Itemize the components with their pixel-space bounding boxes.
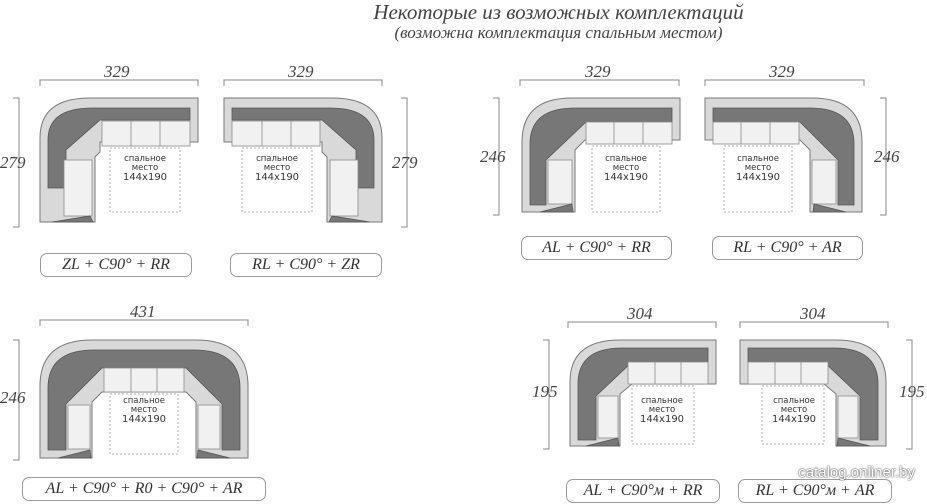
width-dimension-3: 329 xyxy=(585,62,611,81)
svg-text:место: место xyxy=(745,163,771,173)
bed-label-2: спальное место 144x190 xyxy=(255,154,299,183)
depth-dimension-1: 279 xyxy=(0,153,26,172)
caption-config-1: ZL + C90° + RR xyxy=(40,253,192,277)
svg-text:спальное: спальное xyxy=(256,154,298,164)
svg-text:144x190: 144x190 xyxy=(604,172,648,183)
svg-text:спальное: спальное xyxy=(773,396,815,406)
sofa-config-rl-c90m-ar xyxy=(739,321,913,450)
svg-text:спальное: спальное xyxy=(124,154,166,164)
watermark: catalog.onliner.by xyxy=(798,464,915,481)
bed-label-6: спальное место 144x190 xyxy=(640,396,684,425)
caption-config-2: RL + C90° + ZR xyxy=(230,253,382,277)
depth-dimension-3: 246 xyxy=(480,147,506,166)
depth-dimension-6: 195 xyxy=(532,382,558,401)
caption-config-6: AL + C90°м + RR xyxy=(566,479,720,503)
sofa-config-al-c90m-rr xyxy=(543,321,717,450)
caption-config-7: RL + C90°м + AR xyxy=(738,479,892,503)
svg-text:144x190: 144x190 xyxy=(255,172,299,183)
caption-config-3: AL + C90° + RR xyxy=(521,236,672,260)
svg-text:место: место xyxy=(649,405,675,415)
sofa-config-al-c90-rr xyxy=(493,79,681,216)
width-dimension-4: 329 xyxy=(769,62,795,81)
sofa-config-rl-c90-zr xyxy=(223,79,408,228)
bed-label-7: спальное место 144x190 xyxy=(772,396,816,425)
svg-text:место: место xyxy=(781,405,807,415)
sofa-config-al-c90-r0-c90-ar xyxy=(13,319,249,461)
width-dimension-1: 329 xyxy=(104,62,130,81)
depth-dimension-5: 246 xyxy=(0,388,26,407)
svg-text:спальное: спальное xyxy=(605,154,647,164)
bed-label-1: спальное место 144x190 xyxy=(123,154,167,183)
width-dimension-2: 329 xyxy=(288,62,314,81)
svg-text:спальное: спальное xyxy=(641,396,683,406)
svg-text:место: место xyxy=(264,163,290,173)
svg-text:место: место xyxy=(131,405,157,415)
svg-text:144x190: 144x190 xyxy=(640,414,684,425)
page-subtitle: (возможна комплектация спальным местом) xyxy=(394,23,723,42)
svg-text:144x190: 144x190 xyxy=(122,414,166,425)
width-dimension-5: 431 xyxy=(130,302,156,321)
depth-dimension-4: 246 xyxy=(874,147,900,166)
page-title: Некоторые из возможных комплектаций xyxy=(373,0,744,24)
caption-config-5: AL + C90° + R0 + C90° + AR xyxy=(22,477,266,501)
svg-text:место: место xyxy=(613,163,639,173)
svg-text:спальное: спальное xyxy=(123,396,165,406)
depth-dimension-2: 279 xyxy=(392,153,418,172)
svg-text:144x190: 144x190 xyxy=(736,172,780,183)
sofa-config-zl-c90-rr xyxy=(13,79,199,228)
svg-text:место: место xyxy=(132,163,158,173)
svg-text:144x190: 144x190 xyxy=(772,414,816,425)
width-dimension-6: 304 xyxy=(627,304,653,323)
svg-text:спальное: спальное xyxy=(737,154,779,164)
width-dimension-7: 304 xyxy=(800,304,826,323)
bed-label-4: спальное место 144x190 xyxy=(736,154,780,183)
bed-label-3: спальное место 144x190 xyxy=(604,154,648,183)
caption-config-4: RL + C90° + AR xyxy=(712,236,863,260)
svg-text:144x190: 144x190 xyxy=(123,172,167,183)
depth-dimension-7: 195 xyxy=(899,382,925,401)
sofa-config-rl-c90-ar xyxy=(704,79,887,216)
bed-label-5: спальное место 144x190 xyxy=(122,396,166,425)
